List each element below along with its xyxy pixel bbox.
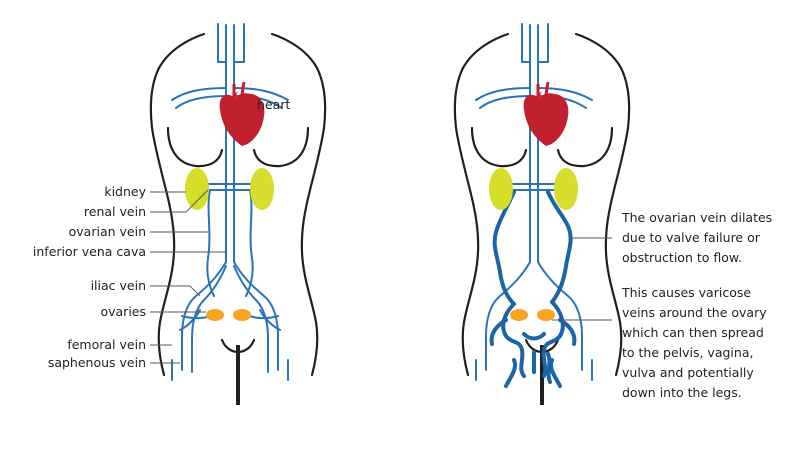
right-kidney-right <box>554 168 578 210</box>
left-body-outline-left <box>149 32 206 377</box>
right-body-outline-right <box>574 32 631 377</box>
right-dilated-veins <box>489 190 577 388</box>
label-iliac-vein: iliac vein <box>91 278 146 293</box>
note1-line3: obstruction to flow. <box>622 250 742 265</box>
note2-line3: which can then spread <box>622 325 764 340</box>
note2-line4: to the pelvis, vagina, <box>622 345 753 360</box>
left-body-outline-right <box>270 32 327 377</box>
left-leader-lines <box>150 189 226 364</box>
note2-line5: vulva and potentially <box>622 365 754 380</box>
note1-line2: due to valve failure or <box>622 230 761 245</box>
label-ovaries: ovaries <box>100 304 146 319</box>
right-breast-right <box>556 126 614 168</box>
right-kidney-left <box>489 168 513 210</box>
label-renal-vein: renal vein <box>84 204 146 219</box>
right-body-outline-left <box>453 32 510 377</box>
right-heart-vessels <box>536 81 550 96</box>
left-veins <box>171 23 289 381</box>
varicose-note: This causes varicose veins around the ov… <box>621 285 771 400</box>
note2-line2: veins around the ovary <box>622 305 767 320</box>
left-figure: heart kidney renal vein ovarian vein inf… <box>33 23 327 405</box>
left-heart-vessels <box>232 81 246 96</box>
left-heart <box>219 90 265 146</box>
right-figure: The ovarian vein dilates due to valve fa… <box>453 23 776 405</box>
left-vagina <box>236 345 240 405</box>
left-breast-right <box>252 126 310 168</box>
right-ovary-right <box>537 309 555 321</box>
right-leader-lines <box>552 237 612 321</box>
label-inferior-vena-cava: inferior vena cava <box>33 244 146 259</box>
left-label-list: kidney renal vein ovarian vein inferior … <box>33 184 147 370</box>
left-kidney-left <box>185 168 209 210</box>
left-breast-left <box>166 126 224 168</box>
left-kidney-right <box>250 168 274 210</box>
label-saphenous-vein: saphenous vein <box>48 355 146 370</box>
note2-line6: down into the legs. <box>622 385 742 400</box>
right-veins <box>475 23 593 381</box>
label-kidney: kidney <box>104 184 146 199</box>
label-femoral-vein: femoral vein <box>67 337 146 352</box>
right-breast-left <box>470 126 528 168</box>
label-ovarian-vein: ovarian vein <box>69 224 146 239</box>
note1-line1: The ovarian vein dilates <box>621 210 772 225</box>
ovarian-vein-note: The ovarian vein dilates due to valve fa… <box>621 210 776 265</box>
left-ovary-left <box>206 309 224 321</box>
left-ovary-right <box>233 309 251 321</box>
right-ovary-left <box>510 309 528 321</box>
right-heart <box>523 90 569 146</box>
note2-line1: This causes varicose <box>621 285 751 300</box>
heart-label: heart <box>257 97 290 112</box>
